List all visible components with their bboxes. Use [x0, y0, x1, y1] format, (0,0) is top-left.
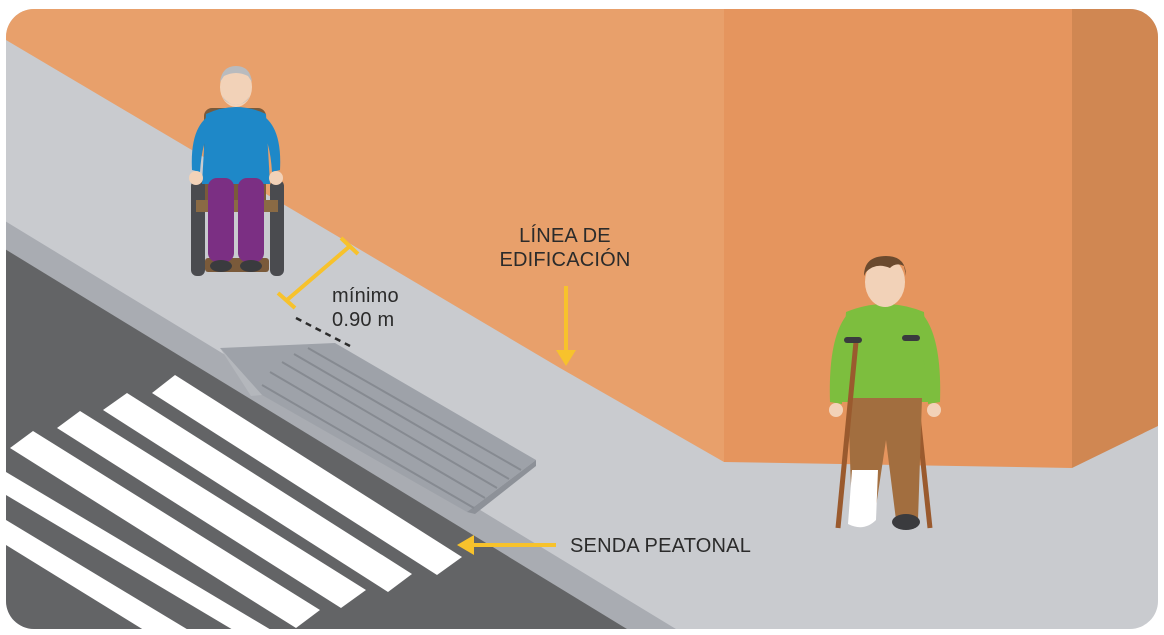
crosswalk	[6, 375, 462, 629]
building-line-label-line2: EDIFICACIÓN	[499, 249, 631, 271]
crutches-user-icon	[829, 256, 941, 530]
building-wall-left	[6, 9, 724, 462]
minimum-width-label-line2: 0.90 m	[332, 309, 395, 331]
crosswalk-stripe	[6, 472, 288, 629]
minimum-width-label: mínimo 0.90 m	[332, 284, 442, 332]
crosswalk-stripe	[6, 520, 205, 629]
building-wall-right	[724, 9, 1072, 468]
minimum-width-dimension	[276, 236, 360, 348]
crosswalk-label: SENDA PEATONAL	[570, 535, 752, 557]
building-line-label: LÍNEA DE EDIFICACIÓN	[490, 224, 640, 272]
arrow-left-icon	[457, 535, 556, 555]
building-wall-edge	[1072, 9, 1158, 468]
wheelchair-user-icon	[189, 66, 284, 276]
crosswalk-stripe	[10, 431, 320, 628]
crosswalk-stripe	[152, 375, 462, 575]
minimum-width-label-line1: mínimo	[332, 285, 399, 307]
curb-ramp	[220, 343, 536, 514]
arrow-down-icon	[556, 286, 576, 366]
crosswalk-stripe	[57, 411, 366, 608]
building-line-label-line1: LÍNEA DE	[519, 225, 611, 247]
crosswalk-stripe	[103, 393, 412, 592]
